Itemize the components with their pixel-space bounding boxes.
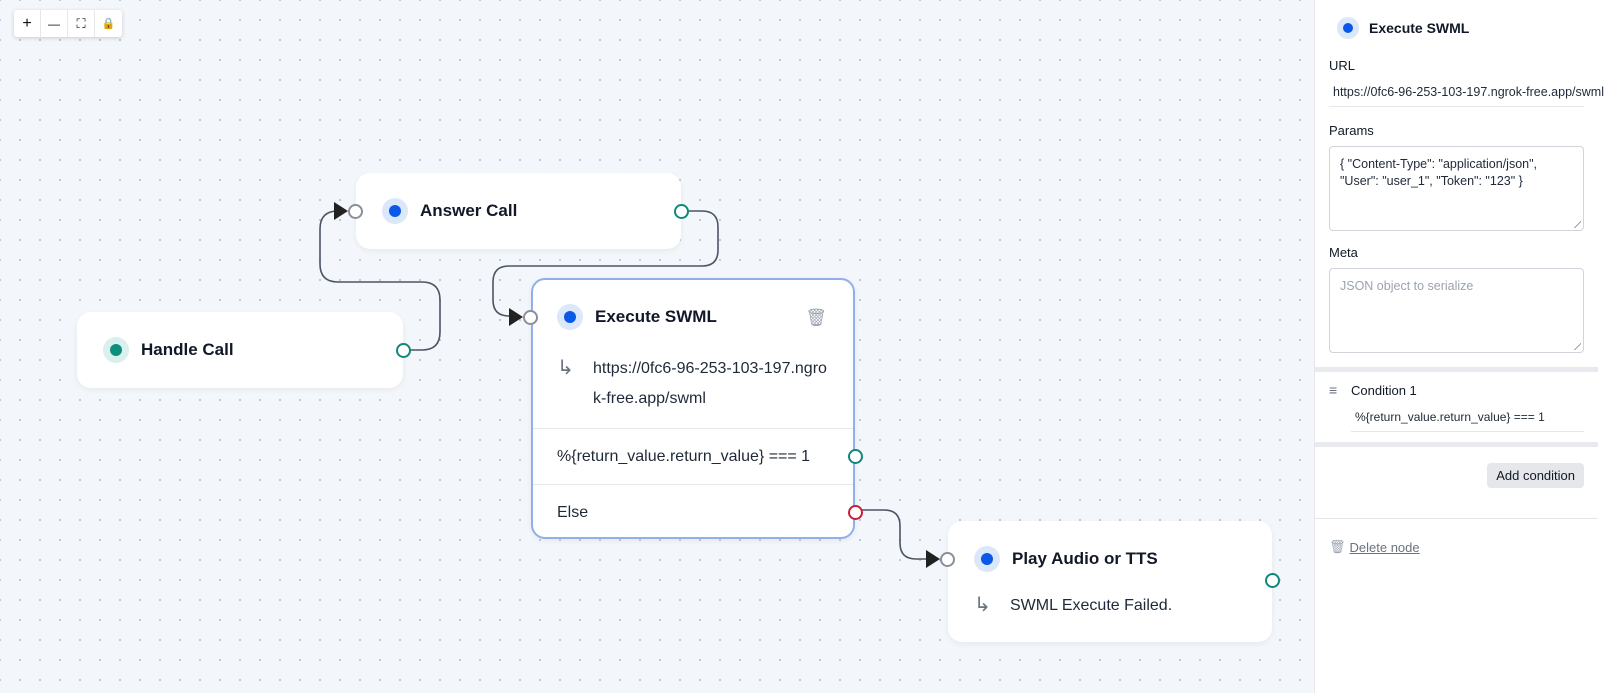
condition-input[interactable]: %{return_value.return_value} === 1 [1351, 406, 1584, 432]
section-divider [1315, 367, 1598, 372]
node-status-icon [103, 337, 129, 363]
node-title: Answer Call [420, 201, 518, 220]
trash-icon[interactable]: 🗑 [805, 308, 827, 327]
node-status-icon [557, 304, 583, 330]
node-status-icon [1337, 17, 1359, 39]
resize-handle-icon[interactable] [1573, 342, 1581, 350]
flow-canvas[interactable]: + — ⛶ 🔒 Handle Call Answer Call Execute … [0, 0, 1314, 693]
node-play-audio[interactable]: Play Audio or TTS ↳ SWML Execute Failed. [926, 521, 1280, 642]
params-textarea[interactable]: { "Content-Type": "application/json", "U… [1329, 146, 1584, 231]
condition-output-handle[interactable] [848, 449, 863, 464]
else-row: Else [533, 484, 863, 540]
node-title: Play Audio or TTS [1012, 549, 1158, 568]
fit-view-button[interactable]: ⛶ [68, 10, 95, 37]
url-label: URL [1329, 58, 1356, 73]
properties-panel: Execute SWML URL https://0fc6-96-253-103… [1314, 0, 1604, 693]
node-status-icon [974, 546, 1000, 572]
return-arrow-icon: ↳ [974, 594, 991, 616]
drag-handle-icon[interactable]: ≡ [1329, 382, 1338, 398]
resize-handle-icon[interactable] [1573, 220, 1581, 228]
condition-row: %{return_value.return_value} === 1 [533, 428, 863, 484]
lock-icon: 🔒 [101, 18, 116, 30]
node-title: Handle Call [141, 340, 234, 359]
params-value: { "Content-Type": "application/json", "U… [1340, 157, 1538, 188]
condition-title: Condition 1 [1351, 382, 1417, 398]
lock-button[interactable]: 🔒 [95, 10, 122, 37]
else-label: Else [557, 503, 589, 521]
input-handle[interactable] [348, 204, 363, 219]
node-title: Execute SWML [595, 307, 717, 326]
plus-icon: + [22, 14, 32, 32]
edge-arrow-icon [926, 550, 940, 568]
delete-node-link[interactable]: Delete node [1349, 539, 1420, 555]
edge-else-to-play [855, 509, 926, 560]
canvas-toolbar: + — ⛶ 🔒 [14, 10, 122, 37]
section-divider [1315, 442, 1598, 447]
meta-textarea[interactable]: JSON object to serialize [1329, 268, 1584, 353]
zoom-in-button[interactable]: + [14, 10, 41, 37]
add-condition-button[interactable]: Add condition [1487, 463, 1584, 488]
swml-url: https://0fc6-96-253-103-197.ngrok-free.a… [593, 360, 827, 407]
url-input[interactable]: https://0fc6-96-253-103-197.ngrok-free.a… [1329, 79, 1604, 107]
node-execute-swml[interactable]: Execute SWML 🗑 ↳ https://0fc6-96-253-103… [509, 278, 863, 540]
edge-arrow-icon [334, 202, 348, 220]
zoom-out-button[interactable]: — [41, 10, 68, 37]
delete-node-row: 🗑 Delete node [1315, 519, 1598, 555]
node-status-icon [382, 198, 408, 224]
condition-label: %{return_value.return_value} === 1 [557, 447, 811, 465]
params-label: Params [1329, 123, 1374, 138]
meta-label: Meta [1329, 245, 1358, 260]
trash-icon: 🗑 [1329, 539, 1346, 554]
input-handle[interactable] [523, 310, 538, 325]
edge-arrow-icon [509, 308, 523, 326]
node-handle-call[interactable]: Handle Call [77, 312, 411, 388]
panel-title: Execute SWML [1369, 20, 1470, 36]
minus-icon: — [48, 16, 60, 31]
node-answer-call[interactable]: Answer Call [334, 173, 689, 249]
input-handle[interactable] [940, 552, 955, 567]
output-handle[interactable] [1265, 573, 1280, 588]
output-handle[interactable] [674, 204, 689, 219]
else-output-handle[interactable] [848, 505, 863, 520]
meta-placeholder: JSON object to serialize [1340, 279, 1474, 293]
return-arrow-icon: ↳ [557, 357, 574, 379]
output-handle[interactable] [396, 343, 411, 358]
condition-item: ≡ Condition 1 %{return_value.return_valu… [1315, 372, 1598, 442]
tts-text: SWML Execute Failed. [1010, 597, 1173, 614]
fit-view-icon: ⛶ [76, 15, 86, 31]
